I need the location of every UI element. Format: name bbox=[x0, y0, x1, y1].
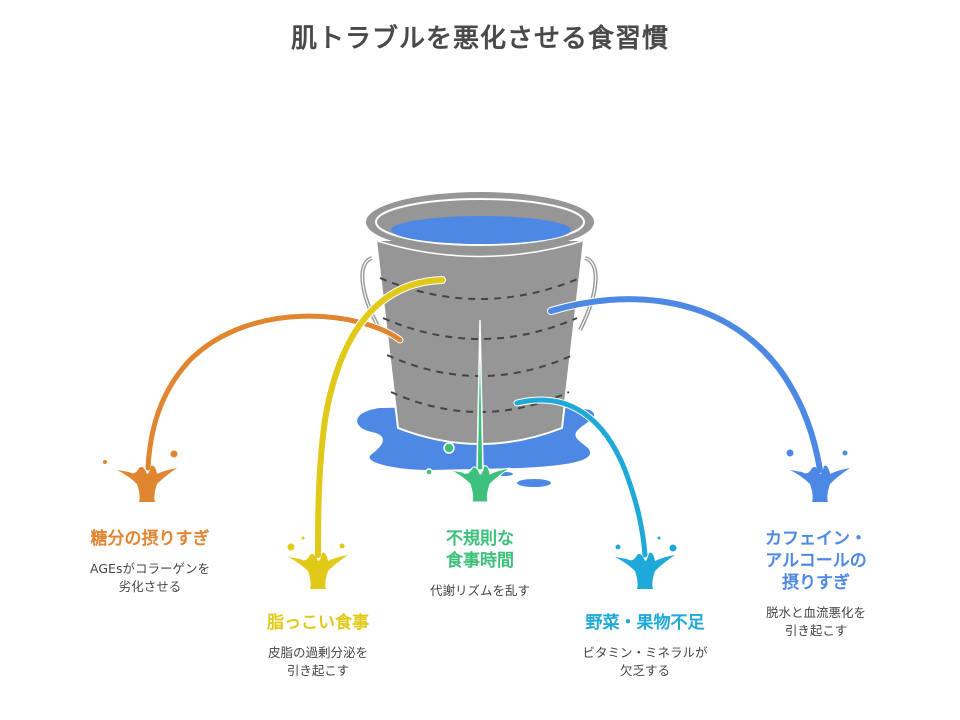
splash-sugar bbox=[103, 450, 178, 502]
bucket-water-surface bbox=[391, 216, 571, 244]
stream-sugar bbox=[144, 312, 404, 472]
bucket-handle bbox=[361, 257, 381, 331]
item-title: 野菜・果物不足 bbox=[585, 613, 705, 633]
item-caffeine: カフェイン・ アルコールの 摂りすぎ 脱水と血流悪化を 引き起こす bbox=[726, 528, 906, 640]
stream-irregular bbox=[476, 319, 484, 471]
green-bubble bbox=[425, 468, 433, 476]
stream-fat bbox=[315, 277, 445, 558]
item-veg: 野菜・果物不足 ビタミン・ミネラルが 欠乏する bbox=[555, 612, 735, 680]
splash-veg bbox=[615, 536, 677, 589]
item-description: 皮脂の過剰分泌を 引き起こす bbox=[267, 645, 368, 678]
stream-veg bbox=[514, 397, 648, 558]
stream-caffeine bbox=[547, 295, 824, 474]
stream-caffeine bbox=[548, 296, 823, 473]
item-description: 代謝リズムを乱す bbox=[429, 583, 530, 598]
dashed-band bbox=[382, 317, 578, 340]
item-description: ビタミン・ミネラルが 欠乏する bbox=[582, 645, 708, 678]
splash-fat bbox=[287, 536, 348, 589]
item-title: 糖分の摂りすぎ bbox=[90, 529, 210, 549]
bucket-handle bbox=[579, 257, 597, 331]
splash-irregular bbox=[449, 465, 511, 503]
splash-caffeine bbox=[786, 449, 850, 502]
bucket-rim-inner bbox=[375, 198, 585, 246]
item-title: カフェイン・ アルコールの 摂りすぎ bbox=[765, 529, 867, 593]
diagram-title: 肌トラブルを悪化させる食習慣 bbox=[290, 24, 669, 54]
water-droplet bbox=[517, 479, 551, 487]
item-fat: 脂っこい食事 皮脂の過剰分泌を 引き起こす bbox=[228, 612, 408, 680]
item-description: 脱水と血流悪化を 引き起こす bbox=[765, 605, 866, 638]
bucket-rim-lower-edge bbox=[367, 237, 593, 258]
item-title: 脂っこい食事 bbox=[267, 613, 369, 633]
item-irregular: 不規則な 食事時間 代謝リズムを乱す bbox=[390, 528, 570, 600]
stream-sugar bbox=[145, 313, 403, 471]
green-bubble bbox=[443, 442, 455, 454]
item-title: 不規則な 食事時間 bbox=[446, 529, 514, 571]
item-description: AGEsがコラーゲンを 劣化させる bbox=[90, 561, 210, 594]
item-sugar: 糖分の摂りすぎ AGEsがコラーゲンを 劣化させる bbox=[60, 528, 240, 596]
